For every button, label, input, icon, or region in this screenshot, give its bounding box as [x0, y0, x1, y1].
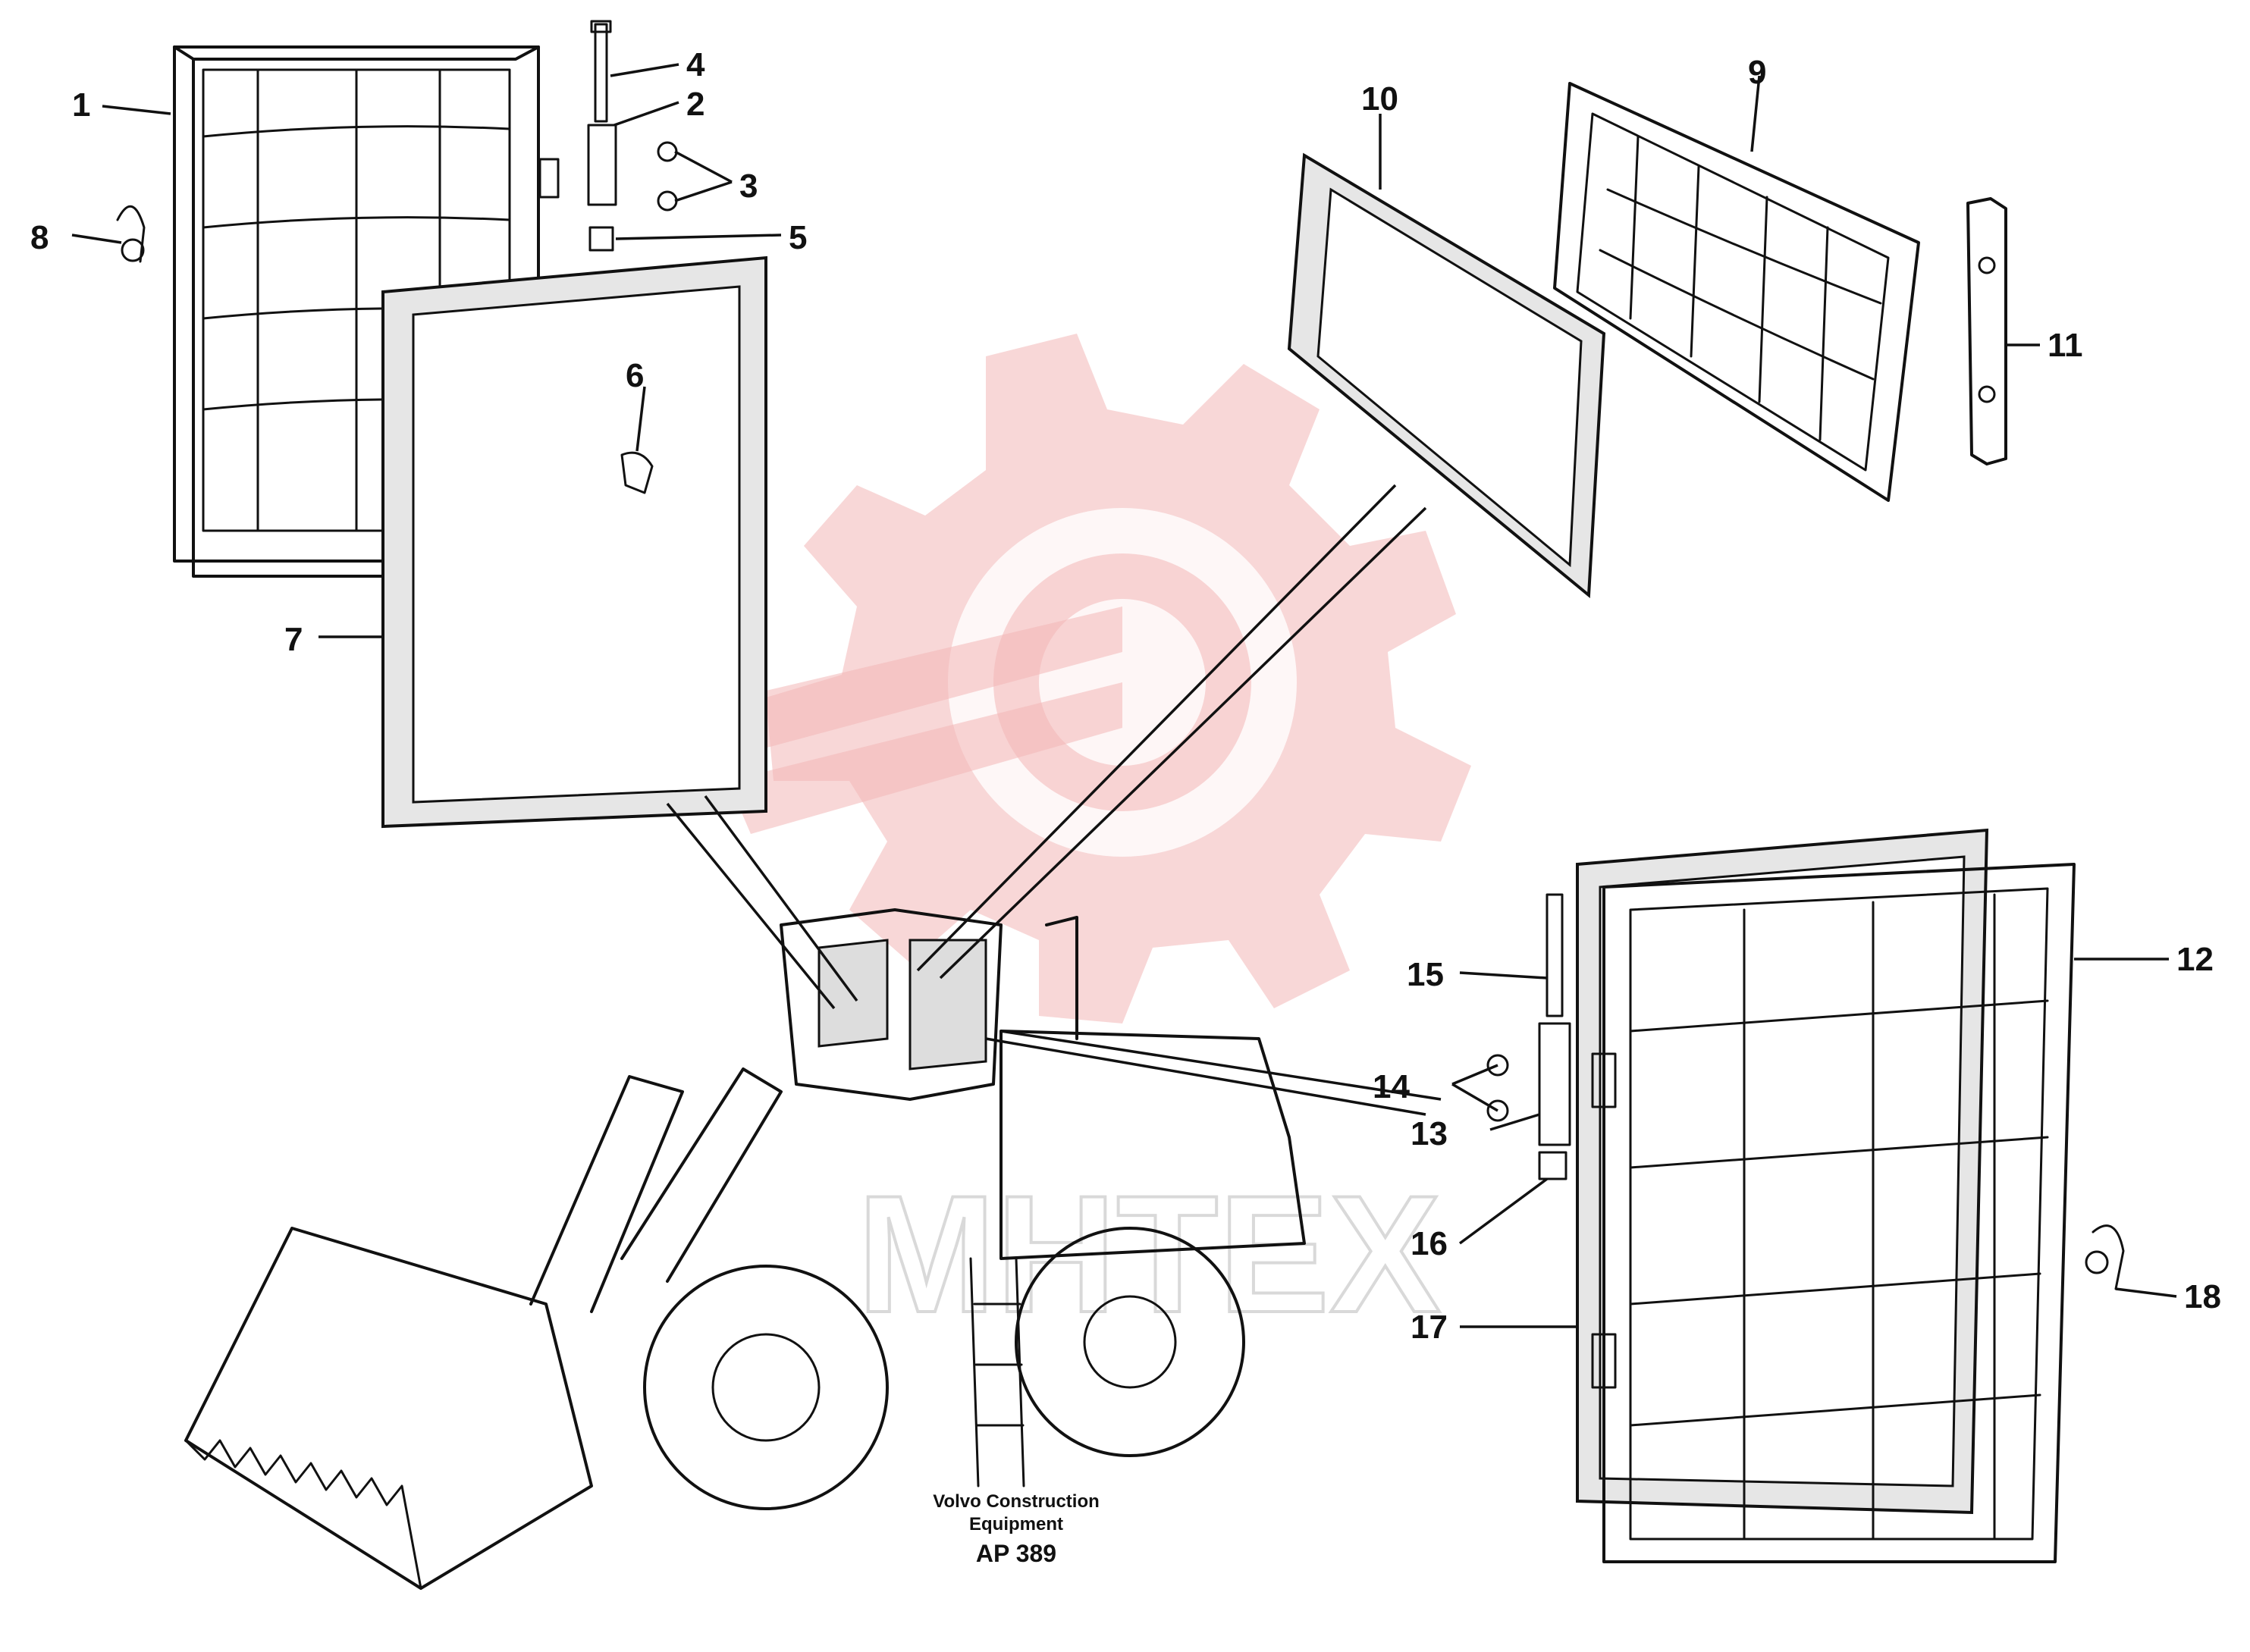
assembly-pointer-lines — [666, 484, 1442, 1116]
callout-leaders — [71, 63, 2177, 1328]
callout-15: 15 — [1407, 956, 1444, 993]
callout-4: 4 — [686, 46, 705, 83]
part-10-window-seal — [1287, 152, 1606, 599]
part-17-window-seal — [1576, 828, 1989, 1515]
callout-6: 6 — [626, 357, 644, 394]
watermark-text: MHTEX — [857, 1161, 1441, 1347]
callout-12: 12 — [2176, 941, 2214, 978]
callout-17: 17 — [1411, 1309, 1448, 1346]
callout-7: 7 — [284, 621, 303, 658]
callout-18: 18 — [2184, 1278, 2221, 1315]
hinge-hardware-right — [1486, 893, 2125, 1290]
part-9-window-guard — [1553, 82, 1920, 502]
callout-2: 2 — [686, 86, 704, 123]
part-11-hinge-strip — [1966, 197, 2007, 466]
callout-14: 14 — [1373, 1068, 1410, 1105]
callout-13: 13 — [1411, 1115, 1448, 1152]
caption-code: AP 389 — [976, 1540, 1056, 1567]
caption-line-2: Equipment — [969, 1514, 1063, 1534]
part-7-window-seal — [381, 255, 767, 829]
callout-3: 3 — [739, 168, 758, 205]
callout-labels: 1 2 3 4 5 6 7 8 9 10 11 12 13 14 15 16 1… — [30, 46, 2221, 1346]
caption-line-1: Volvo Construction — [933, 1491, 1100, 1512]
figure-caption: Volvo Construction Equipment AP 389 — [933, 1491, 1100, 1567]
part-12-window-guard — [1591, 863, 2076, 1563]
callout-8: 8 — [30, 219, 49, 256]
watermark-gear-logo — [705, 334, 1471, 1023]
callout-1: 1 — [72, 86, 90, 124]
callout-10: 10 — [1361, 80, 1398, 118]
callout-9: 9 — [1748, 54, 1766, 91]
callout-11: 11 — [2048, 327, 2083, 364]
callout-5: 5 — [789, 219, 807, 256]
callout-16: 16 — [1411, 1225, 1448, 1262]
wheel-loader-illustration — [184, 908, 1306, 1590]
